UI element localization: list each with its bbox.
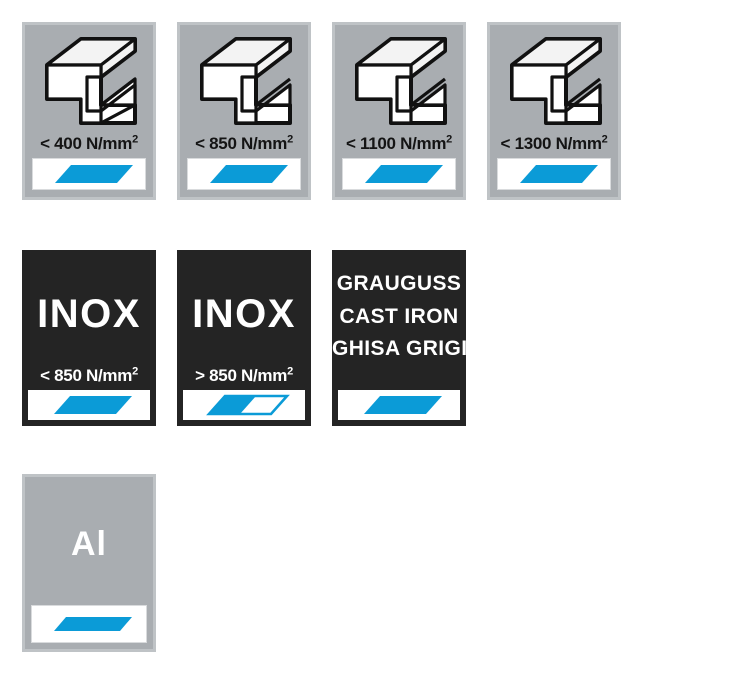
card-body: Al	[25, 477, 153, 605]
strength-value: < 1300 N/mm	[500, 134, 602, 153]
parallelogram-full-icon	[55, 165, 133, 183]
parallelogram-full-icon	[364, 396, 442, 414]
color-swatch[interactable]	[497, 158, 611, 190]
strength-superscript: 2	[132, 365, 138, 378]
parallelogram-full-icon	[365, 165, 443, 183]
strength-superscript: 2	[132, 133, 138, 146]
card-inox-gt850[interactable]: INOX > 850 N/mm2	[177, 250, 311, 426]
i-beam-icon	[345, 31, 453, 140]
strength-label: < 850 N/mm2	[22, 365, 156, 385]
i-beam-icon	[500, 31, 608, 140]
color-swatch[interactable]	[32, 158, 146, 190]
card-steel-1100[interactable]: < 1100 N/mm2	[332, 22, 466, 200]
card-cast-iron[interactable]: GRAUGUSS CAST IRON GHISA GRIGIA	[332, 250, 484, 426]
card-aluminium[interactable]: Al	[22, 474, 156, 652]
parallelogram-full-icon	[54, 396, 132, 414]
parallelogram-flat-icon	[54, 617, 132, 631]
card-body: < 400 N/mm2	[25, 25, 153, 158]
color-swatch[interactable]	[187, 158, 301, 190]
color-swatch[interactable]	[183, 390, 305, 420]
card-body: < 1300 N/mm2	[490, 25, 618, 158]
strength-value: > 850 N/mm	[195, 366, 288, 385]
i-beam-icon	[35, 31, 143, 140]
strength-label: < 1100 N/mm2	[335, 133, 463, 153]
parallelogram-full-icon	[520, 165, 598, 183]
card-body: INOX < 850 N/mm2	[22, 250, 156, 390]
i-beam-icon	[190, 31, 298, 140]
strength-value: < 1100 N/mm	[345, 134, 447, 153]
strength-value: < 850 N/mm	[40, 366, 133, 385]
inox-wordmark: INOX	[37, 292, 141, 336]
aluminium-wordmark: Al	[71, 525, 107, 563]
color-swatch[interactable]	[342, 158, 456, 190]
strength-superscript: 2	[287, 365, 293, 378]
cast-iron-name-de: GRAUGUSS	[336, 272, 462, 295]
card-body: < 850 N/mm2	[180, 25, 308, 158]
card-body: INOX > 850 N/mm2	[177, 250, 311, 390]
strength-value: < 400 N/mm	[40, 134, 133, 153]
cast-iron-names: GRAUGUSS CAST IRON GHISA GRIGIA	[332, 268, 484, 366]
color-swatch[interactable]	[28, 390, 150, 420]
color-swatch[interactable]	[338, 390, 460, 420]
strength-value: < 850 N/mm	[195, 134, 288, 153]
strength-label: < 1300 N/mm2	[490, 133, 618, 153]
cast-iron-name-en: CAST IRON	[339, 304, 459, 328]
strength-label: > 850 N/mm2	[177, 365, 311, 385]
card-body: < 1100 N/mm2	[335, 25, 463, 158]
strength-label: < 850 N/mm2	[180, 133, 308, 153]
card-steel-400[interactable]: < 400 N/mm2	[22, 22, 156, 200]
color-swatch[interactable]	[31, 605, 147, 643]
strength-superscript: 2	[446, 133, 452, 146]
strength-superscript: 2	[601, 133, 608, 146]
card-steel-850[interactable]: < 850 N/mm2	[177, 22, 311, 200]
card-body: GRAUGUSS CAST IRON GHISA GRIGIA	[332, 250, 484, 390]
card-steel-1300[interactable]: < 1300 N/mm2	[487, 22, 621, 200]
strength-label: < 400 N/mm2	[25, 133, 153, 153]
card-inox-lt850[interactable]: INOX < 850 N/mm2	[22, 250, 156, 426]
parallelogram-full-icon	[210, 165, 288, 183]
cast-iron-name-it: GHISA GRIGIA	[332, 337, 484, 361]
inox-wordmark: INOX	[192, 292, 296, 336]
strength-superscript: 2	[287, 133, 293, 146]
parallelogram-half-icon	[206, 394, 290, 416]
